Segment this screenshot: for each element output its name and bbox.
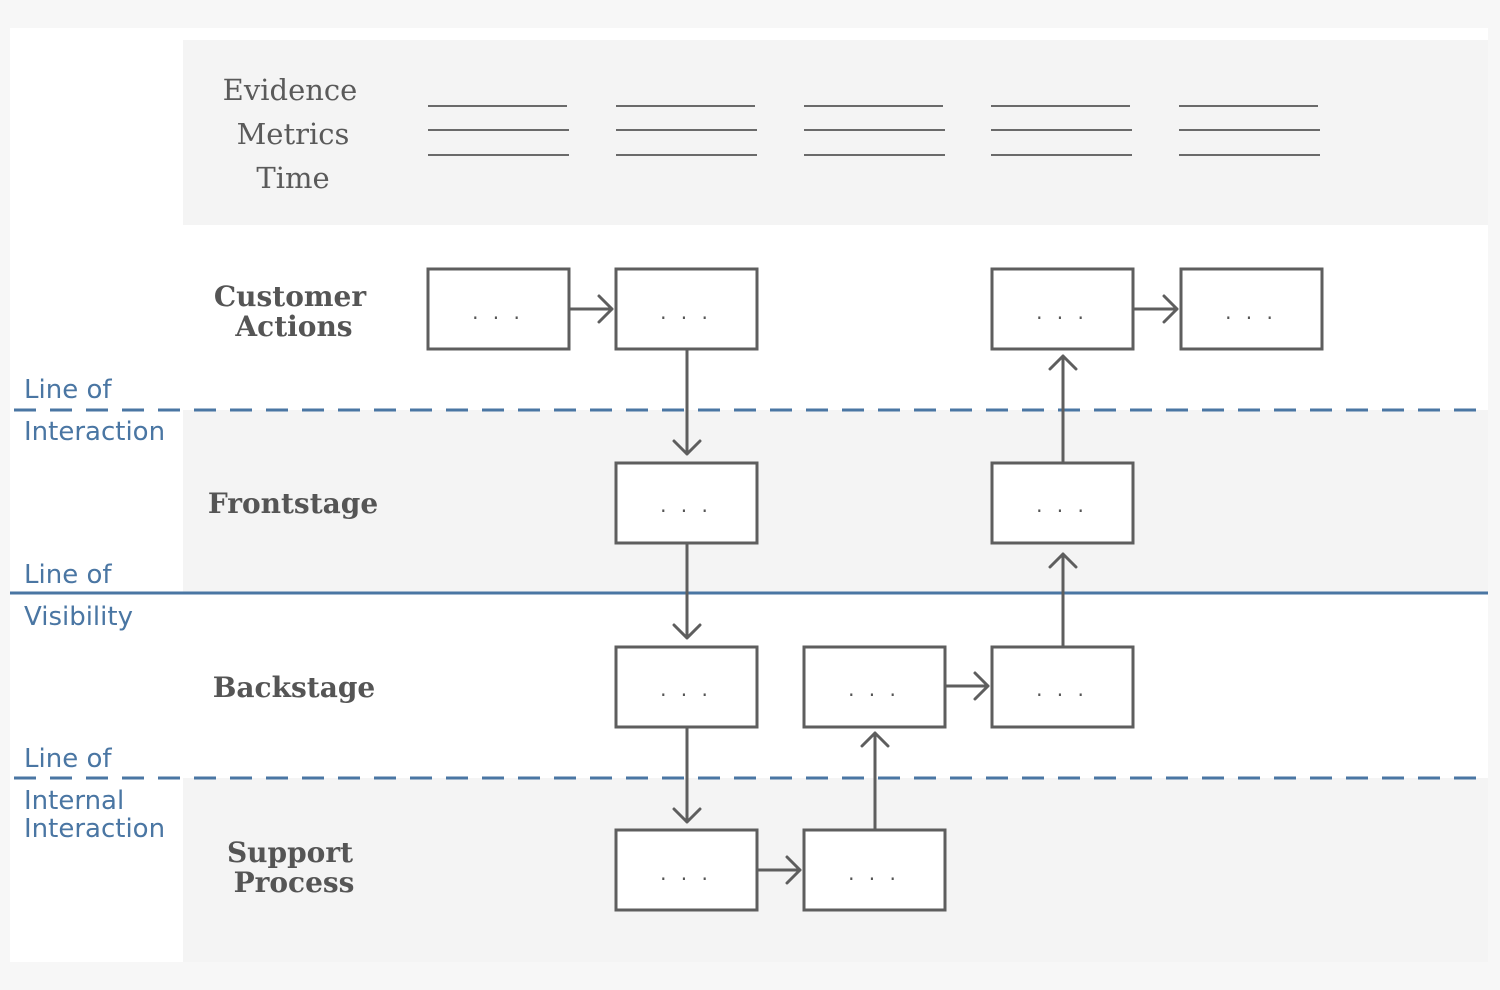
flow-arrows: [567, 294, 1179, 885]
lane-label-actions: Actions: [234, 310, 352, 343]
box-placeholder-text: . . .: [1036, 677, 1088, 701]
line-of-interaction-label-bottom: Interaction: [24, 417, 165, 447]
box-placeholder-text: . . .: [848, 861, 900, 885]
box-placeholder-text: . . .: [660, 493, 712, 517]
box-placeholder-text: . . .: [848, 677, 900, 701]
arrow-right: [1130, 294, 1179, 324]
line-of-internal-interaction-label-mid: Internal: [24, 786, 124, 816]
arrow-down: [672, 347, 702, 456]
box-placeholder-text: . . .: [660, 861, 712, 885]
line-of-internal-interaction-label-bottom: Interaction: [24, 814, 165, 844]
arrow-down: [672, 541, 702, 640]
box-placeholder-text: . . .: [1036, 300, 1088, 324]
customer-action-box: . . .: [990, 267, 1135, 351]
time-label: Time: [256, 161, 329, 195]
evidence-label: Evidence: [223, 73, 358, 107]
evidence-lines: [428, 105, 1320, 156]
customer-action-box: . . .: [426, 267, 571, 351]
customer-action-box: . . .: [614, 267, 759, 351]
lane-label-backstage: Backstage: [213, 671, 376, 704]
box-placeholder-text: . . .: [472, 300, 524, 324]
line-of-internal-interaction-label-top: Line of: [24, 744, 112, 774]
backstage-box: . . .: [614, 645, 759, 729]
box-placeholder-text: . . .: [660, 677, 712, 701]
support-process-box: . . .: [614, 828, 759, 912]
arrow-down: [672, 725, 702, 824]
arrow-up: [1048, 552, 1078, 648]
line-of-interaction-label-top: Line of: [24, 375, 112, 405]
box-placeholder-text: . . .: [1225, 300, 1277, 324]
lane-label-support: Support: [227, 836, 353, 869]
frontstage-box: . . .: [614, 461, 759, 545]
arrow-right: [755, 855, 802, 885]
arrow-right: [943, 671, 990, 701]
arrow-up: [1048, 354, 1078, 464]
frontstage-box: . . .: [990, 461, 1135, 545]
frontstage-band: [183, 410, 1488, 593]
box-placeholder-text: . . .: [1036, 493, 1088, 517]
arrow-right: [567, 294, 614, 324]
line-of-visibility-label-top: Line of: [24, 560, 112, 590]
lane-label-customer: Customer: [214, 280, 367, 313]
line-of-visibility-label-bottom: Visibility: [24, 602, 133, 632]
support-process-box: . . .: [802, 828, 947, 912]
metrics-label: Metrics: [237, 117, 350, 151]
customer-action-box: . . .: [1179, 267, 1324, 351]
evidence-band: [183, 40, 1488, 225]
lane-label-process: Process: [234, 866, 355, 899]
arrow-up: [860, 731, 890, 831]
box-placeholder-text: . . .: [660, 300, 712, 324]
lane-label-frontstage: Frontstage: [208, 487, 378, 520]
backstage-box: . . .: [990, 645, 1135, 729]
backstage-box: . . .: [802, 645, 947, 729]
